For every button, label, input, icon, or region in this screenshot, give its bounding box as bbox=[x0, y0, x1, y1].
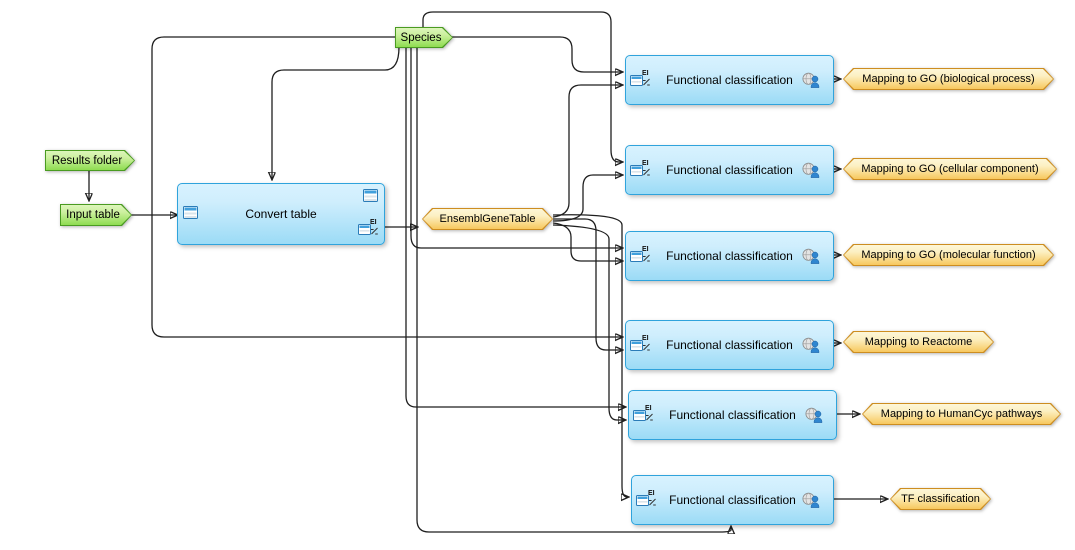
edge bbox=[416, 47, 731, 532]
ensembl-id-table-icon: EI bbox=[630, 68, 652, 92]
node-mapping-go-cellular-component[interactable]: Mapping to GO (cellular component) bbox=[843, 158, 1057, 180]
globe-person-icon bbox=[802, 248, 822, 269]
node-functional-classification-3[interactable]: Functional classification EI bbox=[625, 231, 834, 281]
globe-person-icon bbox=[802, 492, 822, 513]
ensembl-id-table-icon: EI bbox=[630, 158, 652, 182]
edge bbox=[272, 46, 400, 179]
svg-text:EI: EI bbox=[642, 160, 649, 167]
node-functional-classification-2[interactable]: Functional classification EI bbox=[625, 145, 834, 195]
node-ensembl-gene-table[interactable]: EnsemblGeneTable bbox=[422, 208, 553, 230]
output-label: Mapping to GO (cellular component) bbox=[861, 163, 1039, 175]
results-folder-label: Results folder bbox=[51, 154, 123, 167]
node-mapping-humancyc-pathways[interactable]: Mapping to HumanCyc pathways bbox=[862, 403, 1061, 425]
svg-text:EI: EI bbox=[642, 335, 649, 342]
ensembl-gene-table-label: EnsemblGeneTable bbox=[439, 213, 536, 225]
output-label: Mapping to GO (molecular function) bbox=[861, 249, 1036, 261]
ensembl-id-table-icon: EI bbox=[630, 333, 652, 357]
svg-text:EI: EI bbox=[645, 405, 652, 412]
output-label: Mapping to HumanCyc pathways bbox=[880, 408, 1043, 420]
classifier-label: Functional classification bbox=[669, 493, 796, 507]
classifier-label: Functional classification bbox=[666, 163, 793, 177]
node-functional-classification-6[interactable]: Functional classification EI bbox=[631, 475, 834, 525]
edge bbox=[552, 224, 625, 420]
svg-text:EI: EI bbox=[642, 246, 649, 253]
output-label: Mapping to Reactome bbox=[864, 336, 973, 348]
globe-person-icon bbox=[805, 407, 825, 428]
svg-text:EI: EI bbox=[648, 490, 655, 497]
classifier-label: Functional classification bbox=[666, 338, 793, 352]
svg-text:EI: EI bbox=[642, 70, 649, 77]
species-label: Species bbox=[400, 31, 442, 44]
classifier-label: Functional classification bbox=[669, 408, 796, 422]
edge bbox=[552, 175, 622, 222]
classifier-label: Functional classification bbox=[666, 249, 793, 263]
table-icon bbox=[183, 206, 198, 224]
convert-table-label: Convert table bbox=[245, 207, 317, 221]
ensembl-id-table-icon: EI bbox=[358, 217, 380, 241]
node-functional-classification-4[interactable]: Functional classification EI bbox=[625, 320, 834, 370]
input-table-label: Input table bbox=[66, 209, 120, 221]
node-input-table[interactable]: Input table bbox=[60, 204, 132, 226]
globe-person-icon bbox=[802, 162, 822, 183]
ensembl-id-table-icon: EI bbox=[633, 403, 655, 427]
globe-person-icon bbox=[802, 72, 822, 93]
edge bbox=[552, 222, 622, 261]
edge bbox=[552, 85, 622, 218]
output-label: Mapping to GO (biological process) bbox=[862, 73, 1035, 85]
classifier-label: Functional classification bbox=[666, 73, 793, 87]
edge bbox=[553, 218, 622, 350]
svg-text:EI: EI bbox=[370, 219, 377, 226]
ensembl-id-table-icon: EI bbox=[636, 488, 658, 512]
node-functional-classification-5[interactable]: Functional classification EI bbox=[628, 390, 837, 440]
table-icon bbox=[363, 189, 378, 207]
output-label: TF classification bbox=[901, 493, 980, 505]
node-tf-classification[interactable]: TF classification bbox=[890, 488, 991, 510]
node-mapping-reactome[interactable]: Mapping to Reactome bbox=[843, 331, 994, 353]
node-convert-table[interactable]: Convert table EI bbox=[177, 183, 385, 245]
node-functional-classification-1[interactable]: Functional classification EI bbox=[625, 55, 834, 105]
edge bbox=[552, 214, 628, 497]
edge bbox=[452, 36, 622, 72]
node-mapping-go-biological-process[interactable]: Mapping to GO (biological process) bbox=[843, 68, 1054, 90]
globe-person-icon bbox=[802, 337, 822, 358]
node-results-folder[interactable]: Results folder bbox=[45, 150, 135, 171]
ensembl-id-table-icon: EI bbox=[630, 244, 652, 268]
node-mapping-go-molecular-function[interactable]: Mapping to GO (molecular function) bbox=[843, 244, 1054, 266]
node-species[interactable]: Species bbox=[395, 27, 453, 48]
